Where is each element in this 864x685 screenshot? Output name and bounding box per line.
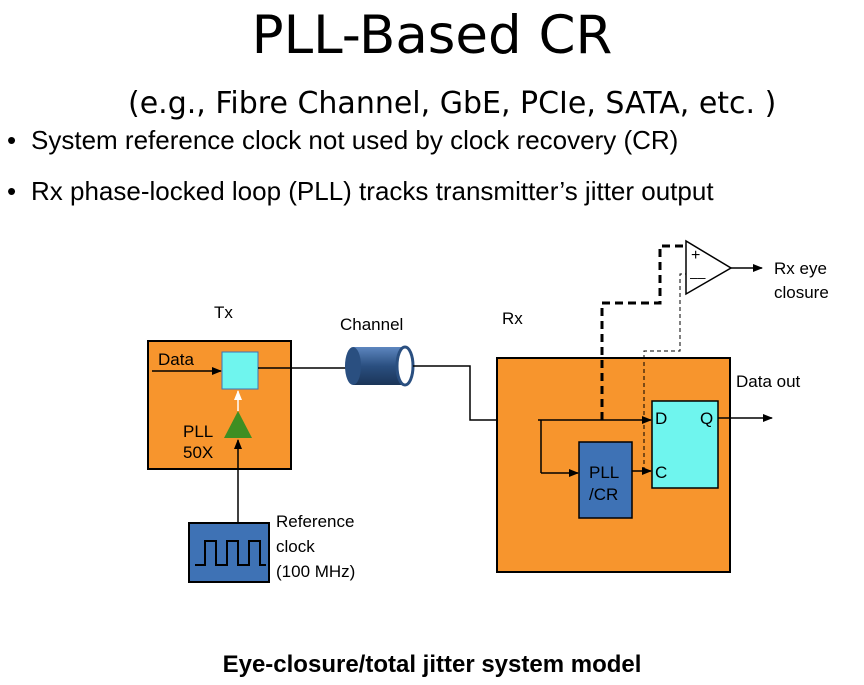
rx-pllcr-block <box>578 441 633 519</box>
bullet-text: System reference clock not used by clock… <box>31 125 679 155</box>
bullet-item: • System reference clock not used by cloc… <box>7 124 678 156</box>
slide-title: PLL-Based CR <box>251 5 613 66</box>
comparator-triangle <box>685 239 733 296</box>
clock-waveform-icon <box>195 540 266 566</box>
reference-clock-box <box>188 522 270 583</box>
data-label: Data <box>158 350 194 369</box>
tx-pll-mult-label: 50X <box>183 443 213 462</box>
bullet-text: Rx phase-locked loop (PLL) tracks transm… <box>31 176 714 206</box>
tx-label: Tx <box>214 303 233 322</box>
tx-flipflop <box>221 351 259 390</box>
slide-subtitle: (e.g., Fibre Channel, GbE, PCIe, SATA, e… <box>128 86 777 121</box>
bullet-item: • Rx phase-locked loop (PLL) tracks trans… <box>7 175 714 207</box>
refclock-label: Reference <box>276 512 354 531</box>
tx-block <box>147 340 292 470</box>
clock-tap-dashed-line <box>643 273 686 471</box>
bullet-dot-icon: • <box>7 176 17 206</box>
rx-flipflop <box>651 400 719 489</box>
tx-pll-label: PLL <box>183 422 213 441</box>
flipflop-c-label: C <box>655 463 667 482</box>
data-out-label: Data out <box>736 372 801 391</box>
pllcr-label: /CR <box>589 485 618 504</box>
eye-closure-label: closure <box>774 283 829 302</box>
refclock-label: clock <box>276 537 315 556</box>
data-tap-dashed-line <box>600 244 686 420</box>
eye-closure-label: Rx eye <box>774 259 827 278</box>
pllcr-label: PLL <box>589 463 619 482</box>
flipflop-d-label: D <box>655 409 667 428</box>
channel-right-cap <box>395 345 415 387</box>
tx-pll-triangle <box>224 411 252 438</box>
refclock-freq-label: (100 MHz) <box>276 562 355 581</box>
flipflop-q-label: Q <box>700 409 713 428</box>
bullet-dot-icon: • <box>7 125 17 155</box>
channel-left-cap <box>345 347 361 385</box>
diagram-caption: Eye-closure/total jitter system model <box>222 651 642 678</box>
channel-label: Channel <box>340 315 403 334</box>
comparator-plus-label: + <box>691 247 700 264</box>
comparator-minus-label: –– <box>690 269 706 285</box>
rx-label: Rx <box>502 309 523 328</box>
